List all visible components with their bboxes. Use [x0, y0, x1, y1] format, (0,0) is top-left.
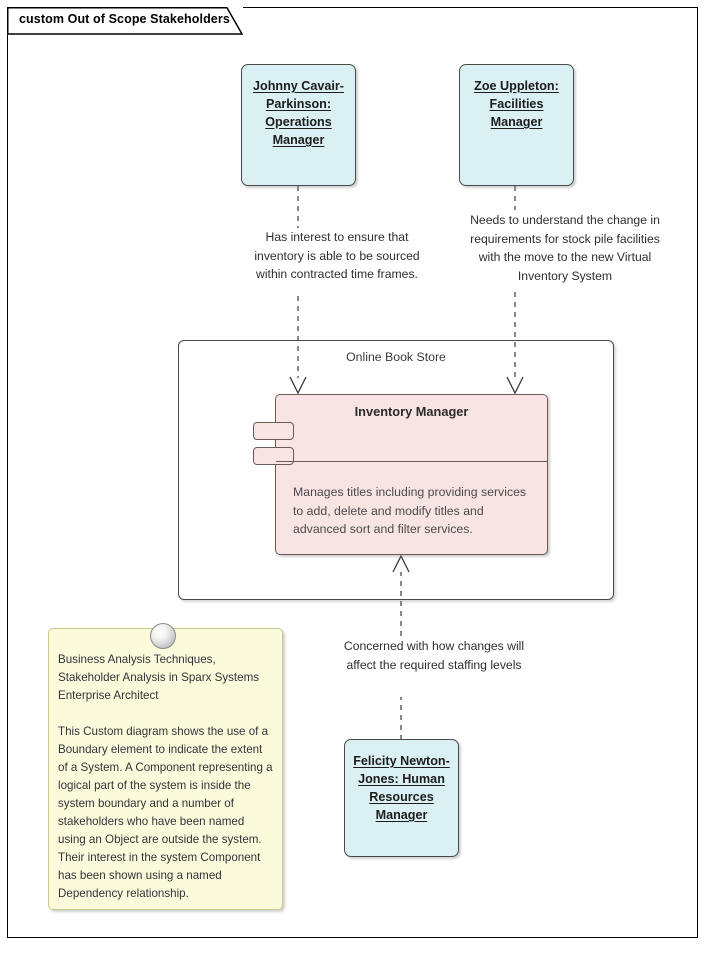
component-icon-tab-upper	[253, 422, 294, 440]
note-pin-icon	[150, 623, 176, 649]
object-johnny-cavair-parkinson[interactable]: Johnny Cavair-Parkinson: Operations Mana…	[241, 64, 356, 186]
diagram-frame-tab: custom Out of Scope Stakeholders	[7, 7, 243, 35]
diagram-title: custom Out of Scope Stakeholders	[19, 12, 230, 26]
component-inventory-manager[interactable]: Inventory Manager Manages titles includi…	[253, 394, 548, 555]
object-felicity-newton-jones[interactable]: Felicity Newton-Jones: Human Resources M…	[344, 739, 459, 857]
component-name: Inventory Manager	[354, 404, 469, 419]
dependency-label-felicity: Concerned with how changes will affect t…	[343, 637, 525, 674]
component-compartment-divider	[276, 461, 547, 462]
boundary-label: Online Book Store	[346, 350, 446, 364]
dependency-label-zoe: Needs to understand the change in requir…	[468, 211, 662, 285]
note-element[interactable]: Business Analysis Techniques, Stakeholde…	[48, 628, 283, 910]
note-text: Business Analysis Techniques, Stakeholde…	[58, 653, 273, 900]
boundary-online-book-store[interactable]: Online Book Store	[178, 340, 614, 600]
object-zoe-uppleton[interactable]: Zoe Uppleton: Facilities Manager	[459, 64, 574, 186]
object-johnny-label: Johnny Cavair-Parkinson: Operations Mana…	[253, 79, 344, 147]
component-icon-tab-lower	[253, 447, 294, 465]
object-felicity-label: Felicity Newton-Jones: Human Resources M…	[353, 754, 450, 822]
dependency-label-johnny: Has interest to ensure that inventory is…	[247, 228, 427, 284]
frame-tab-shape	[7, 7, 243, 35]
component-description: Manages titles including providing servi…	[293, 485, 527, 536]
object-zoe-label: Zoe Uppleton: Facilities Manager	[474, 79, 559, 129]
